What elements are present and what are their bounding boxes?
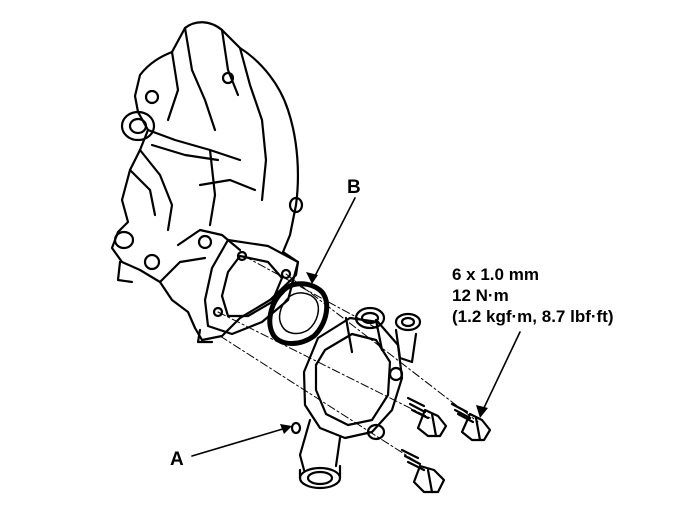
torque-alt-units-text: (1.2 kgf·m, 8.7 lbf·ft) [452, 307, 614, 326]
torque-spec-block: 6 x 1.0 mm 12 N·m (1.2 kgf·m, 8.7 lbf·ft… [452, 264, 614, 327]
arrowhead-spec [476, 405, 488, 418]
leader-lines [191, 197, 521, 457]
arrowhead-b [306, 272, 318, 284]
bolt-upper-right [450, 402, 492, 442]
alignment-lines [217, 255, 479, 465]
callout-a-label: A [170, 449, 184, 470]
gasket-b [267, 281, 330, 346]
thermostat-housing-a [290, 306, 422, 490]
leader-arrowheads [280, 272, 488, 434]
bolt-size-text: 6 x 1.0 mm [452, 265, 539, 284]
bolt-lower [400, 448, 446, 494]
bolt-upper-middle [406, 396, 448, 438]
arrowhead-a [280, 424, 292, 434]
callout-b-label: B [347, 177, 361, 198]
torque-nm-text: 12 N·m [452, 286, 509, 305]
engine-housing-casting [110, 21, 304, 344]
